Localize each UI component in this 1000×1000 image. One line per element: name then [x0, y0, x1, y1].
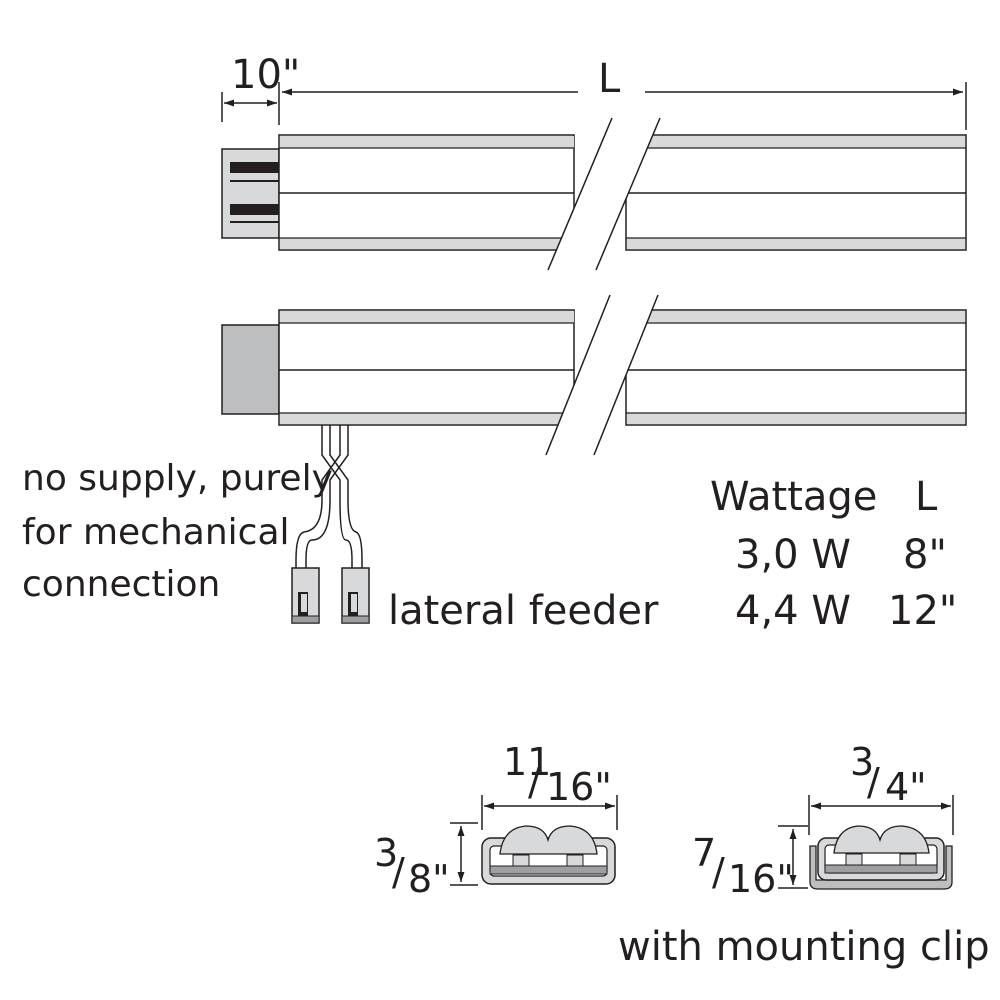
table-header-wattage: Wattage [710, 474, 877, 520]
supply-note-line-3: connection [22, 564, 220, 605]
table-cell-length: 12" [888, 588, 957, 634]
length-symbol-label: L [598, 56, 621, 102]
profile-with-clip: 3 / 4" 7 / 16" [692, 740, 954, 901]
contact-pin [230, 162, 279, 173]
width-denominator: 16" [546, 765, 612, 809]
lateral-feeder-label: lateral feeder [388, 588, 659, 634]
cable-length-label: 10" [231, 52, 300, 98]
fraction-slash: / [528, 760, 541, 804]
fraction-slash: / [392, 850, 405, 894]
feeder-plug-left [291, 567, 320, 624]
height-numerator: 7 [692, 831, 716, 875]
led-strip-top [221, 117, 967, 271]
table-cell-wattage: 3,0 W [735, 532, 851, 578]
led-strip-bottom [221, 294, 967, 456]
wattage-table: Wattage L 3,0 W 8" 4,4 W 12" [710, 474, 957, 634]
mounting-clip-caption: with mounting clip [618, 924, 990, 970]
table-cell-length: 8" [903, 532, 947, 578]
lateral-feeder-cable [295, 425, 363, 568]
table-cell-wattage: 4,4 W [735, 588, 851, 634]
table-header-length: L [915, 474, 938, 520]
supply-note-line-1: no supply, purely [22, 458, 333, 499]
width-denominator: 4" [885, 765, 927, 809]
end-cap [221, 324, 280, 415]
height-denominator: 16" [728, 857, 794, 901]
supply-note-line-2: for mechanical [22, 512, 290, 553]
supply-note: no supply, purely for mechanical connect… [22, 458, 333, 605]
width-numerator: 11 [503, 740, 551, 784]
contact-pin [230, 204, 279, 215]
height-denominator: 8" [408, 857, 450, 901]
width-numerator: 3 [850, 740, 874, 784]
fraction-slash: / [712, 850, 725, 894]
profile-standard: 11 / 16" 3 / 8" [374, 740, 618, 901]
fraction-slash: / [867, 760, 880, 804]
length-dimension: 10" L [221, 52, 967, 130]
height-numerator: 3 [374, 831, 398, 875]
feeder-plug-right [341, 567, 370, 624]
